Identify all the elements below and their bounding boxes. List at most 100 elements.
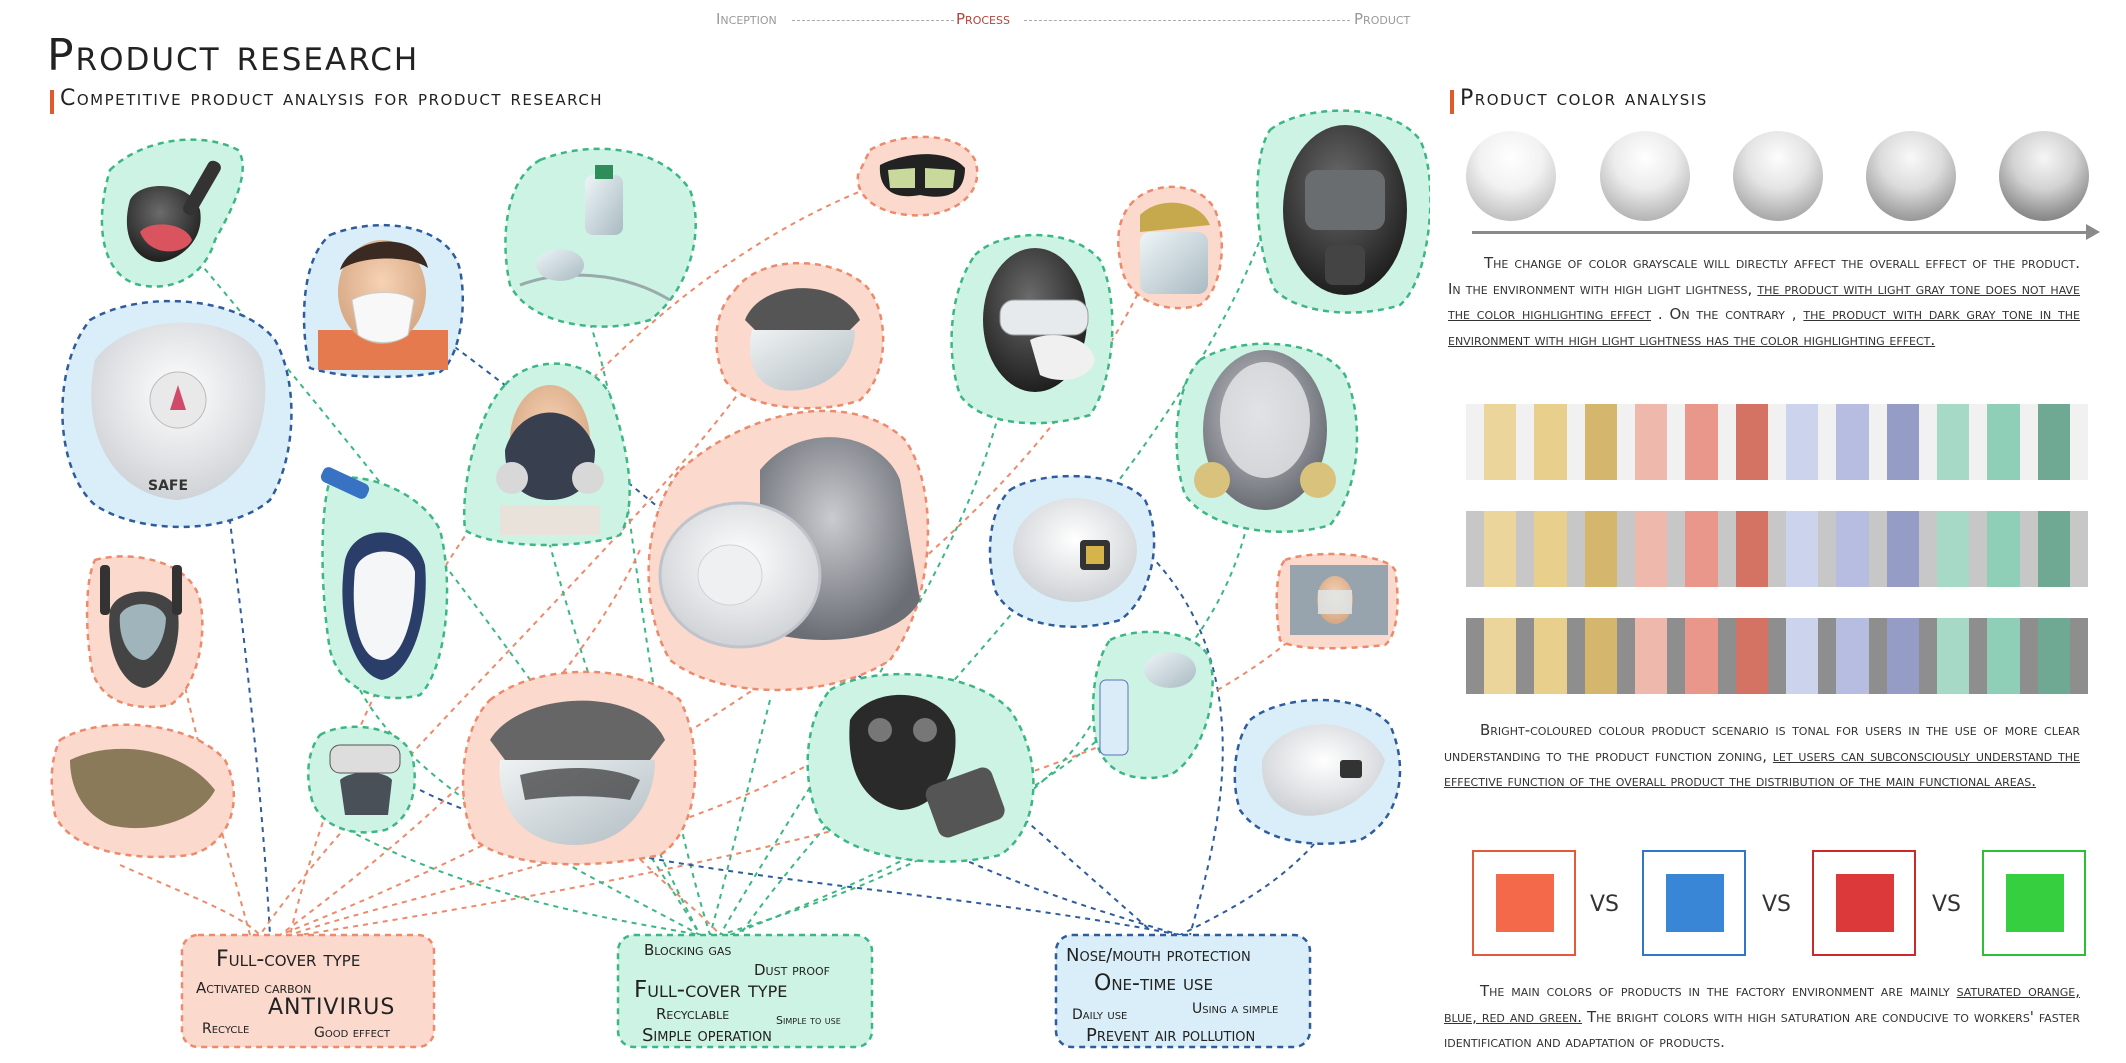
palette-swatch [1685, 618, 1718, 694]
vs-label: VS [1932, 892, 1962, 917]
product-full-face-snorkel-orange[interactable] [85, 555, 204, 709]
palette-swatch [1936, 404, 1970, 480]
strip-gap [1768, 618, 1786, 694]
strip-gap [1919, 404, 1937, 480]
product-dust-mask-valve[interactable] [988, 474, 1156, 628]
palette-strip-light [1466, 404, 2088, 480]
vs-label: VS [1590, 892, 1620, 917]
para-underline: the product with light gray tone does no… [1448, 279, 2080, 324]
strip-gap [2019, 404, 2038, 480]
para-underline: let users can subconsciously understand … [1444, 746, 2080, 791]
product-child-mask[interactable] [302, 224, 464, 379]
product-oxygen-mask[interactable] [504, 147, 697, 328]
svg-text:SAFE: SAFE [148, 478, 188, 494]
box-line: Simple operation [642, 1025, 772, 1046]
strip-gap [1566, 511, 1585, 587]
label-box-middle-bg [616, 933, 874, 1049]
strip-gap [1566, 404, 1585, 480]
strip-gap [1717, 618, 1736, 694]
color-swatch-red [1812, 850, 1916, 956]
palette-swatch [1584, 404, 1618, 480]
box-line: Prevent air pollution [1086, 1025, 1256, 1046]
grayscale-sphere [1999, 131, 2089, 221]
label-box-one-time-use: Nose/mouth protection One-time use Using… [1056, 935, 1314, 1051]
paragraph-grayscale: The change of color grayscale will direc… [1448, 251, 2080, 353]
product-military-gas-mask[interactable] [806, 672, 1035, 863]
step-process[interactable]: Process [956, 10, 1010, 28]
paragraph-bright-colours: Bright-coloured colour product scenario … [1444, 718, 2080, 795]
palette-swatch [1634, 618, 1668, 694]
palette-swatch [1785, 404, 1819, 480]
product-half-face-respirator[interactable] [647, 409, 930, 692]
strip-gap [1617, 618, 1635, 694]
product-3m-folding-mask[interactable] [1233, 698, 1402, 845]
product-face-shield-helmet[interactable] [715, 261, 885, 410]
step-inception[interactable]: Inception [716, 10, 777, 28]
step-product[interactable]: Product [1354, 10, 1411, 28]
strip-gap [1566, 618, 1585, 694]
product-person-face-shield[interactable] [1275, 552, 1399, 650]
product-ffp-mask[interactable]: SAFE [61, 299, 293, 529]
palette-swatch [1483, 511, 1517, 587]
box-line: Dust proof [754, 961, 830, 979]
product-gold-face-shield[interactable] [1117, 185, 1224, 310]
strip-gap [1818, 511, 1837, 587]
box-line: Daily use [1072, 1007, 1128, 1023]
breadcrumb-divider [792, 20, 954, 21]
grayscale-arrow [1472, 224, 2100, 240]
palette-swatch [1987, 404, 2020, 480]
para-text: The change of color grayscale will direc… [1448, 254, 2080, 298]
product-goggles-mannequin[interactable] [950, 233, 1114, 425]
strip-gap [1466, 511, 1484, 587]
para-text: The main colors of products in the facto… [1480, 982, 1957, 1000]
box-title: Full-cover type [216, 947, 361, 972]
palette-swatch [2037, 404, 2071, 480]
palette-swatch [1886, 404, 1920, 480]
swatch-fill [2006, 874, 2064, 932]
palette-swatch [1534, 511, 1567, 587]
palette-swatch [1634, 511, 1668, 587]
process-breadcrumb: Inception Process Product [716, 10, 1432, 30]
product-tactical-mask[interactable] [50, 723, 235, 859]
strip-gap [1516, 511, 1535, 587]
palette-swatch [1886, 618, 1920, 694]
strip-gap [1516, 618, 1535, 694]
swatch-fill [1496, 874, 1554, 932]
strip-gap [1868, 511, 1887, 587]
box-tag: Recycle [202, 1021, 250, 1037]
product-small-gas-mask[interactable] [307, 725, 416, 834]
product-dive-goggles[interactable] [856, 135, 979, 217]
palette-swatch [1987, 618, 2020, 694]
grayscale-sphere [1600, 131, 1690, 221]
strip-gap [1768, 511, 1786, 587]
section-title-competitive: Competitive product analysis for product… [49, 86, 604, 114]
label-box-right-bg [1054, 933, 1312, 1049]
competitive-analysis-diagram: SAFE [50, 109, 1430, 1049]
label-box-left-bg [180, 933, 436, 1049]
box-line: Blocking gas [644, 941, 732, 959]
swatch-fill [1836, 874, 1894, 932]
product-nebulizer[interactable] [1091, 630, 1214, 780]
product-full-face-respirator[interactable] [1175, 342, 1359, 533]
box-tag: Good effect [314, 1025, 390, 1041]
palette-swatch [1886, 511, 1920, 587]
box-big-label: One-time use [1094, 971, 1213, 996]
product-snorkel-mask[interactable] [100, 138, 244, 288]
product-full-face-gas-mask[interactable] [1256, 109, 1430, 314]
strip-gap [1466, 404, 1484, 480]
product-helmet-visor[interactable] [461, 670, 697, 866]
product-gas-mask-mannequin[interactable] [463, 362, 631, 547]
palette-swatch [1483, 618, 1517, 694]
page-title: Product research [47, 30, 420, 81]
box-line: Simple to use [776, 1014, 841, 1027]
strip-gap [1466, 618, 1484, 694]
strip-gap [1667, 618, 1686, 694]
para-underline: the product with dark gray tone in the e… [1448, 305, 2080, 349]
strip-gap [1818, 404, 1837, 480]
palette-swatch [2037, 511, 2071, 587]
box-line: Activated carbon [196, 979, 312, 997]
label-box-full-cover-type: Blocking gas Dust proof Full-cover type … [618, 935, 876, 1051]
palette-swatch [1785, 618, 1819, 694]
product-full-face-snorkel-blue[interactable] [319, 465, 449, 700]
strip-gap [1617, 404, 1635, 480]
